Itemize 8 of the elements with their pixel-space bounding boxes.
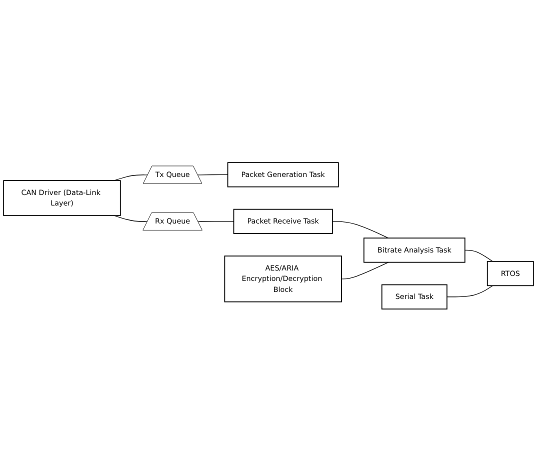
connector xyxy=(198,220,234,222)
connector xyxy=(341,262,389,279)
connector xyxy=(114,214,148,222)
connector xyxy=(446,285,493,297)
connector xyxy=(114,174,148,181)
connector xyxy=(332,220,389,238)
connector xyxy=(197,174,228,175)
connector xyxy=(464,250,493,262)
